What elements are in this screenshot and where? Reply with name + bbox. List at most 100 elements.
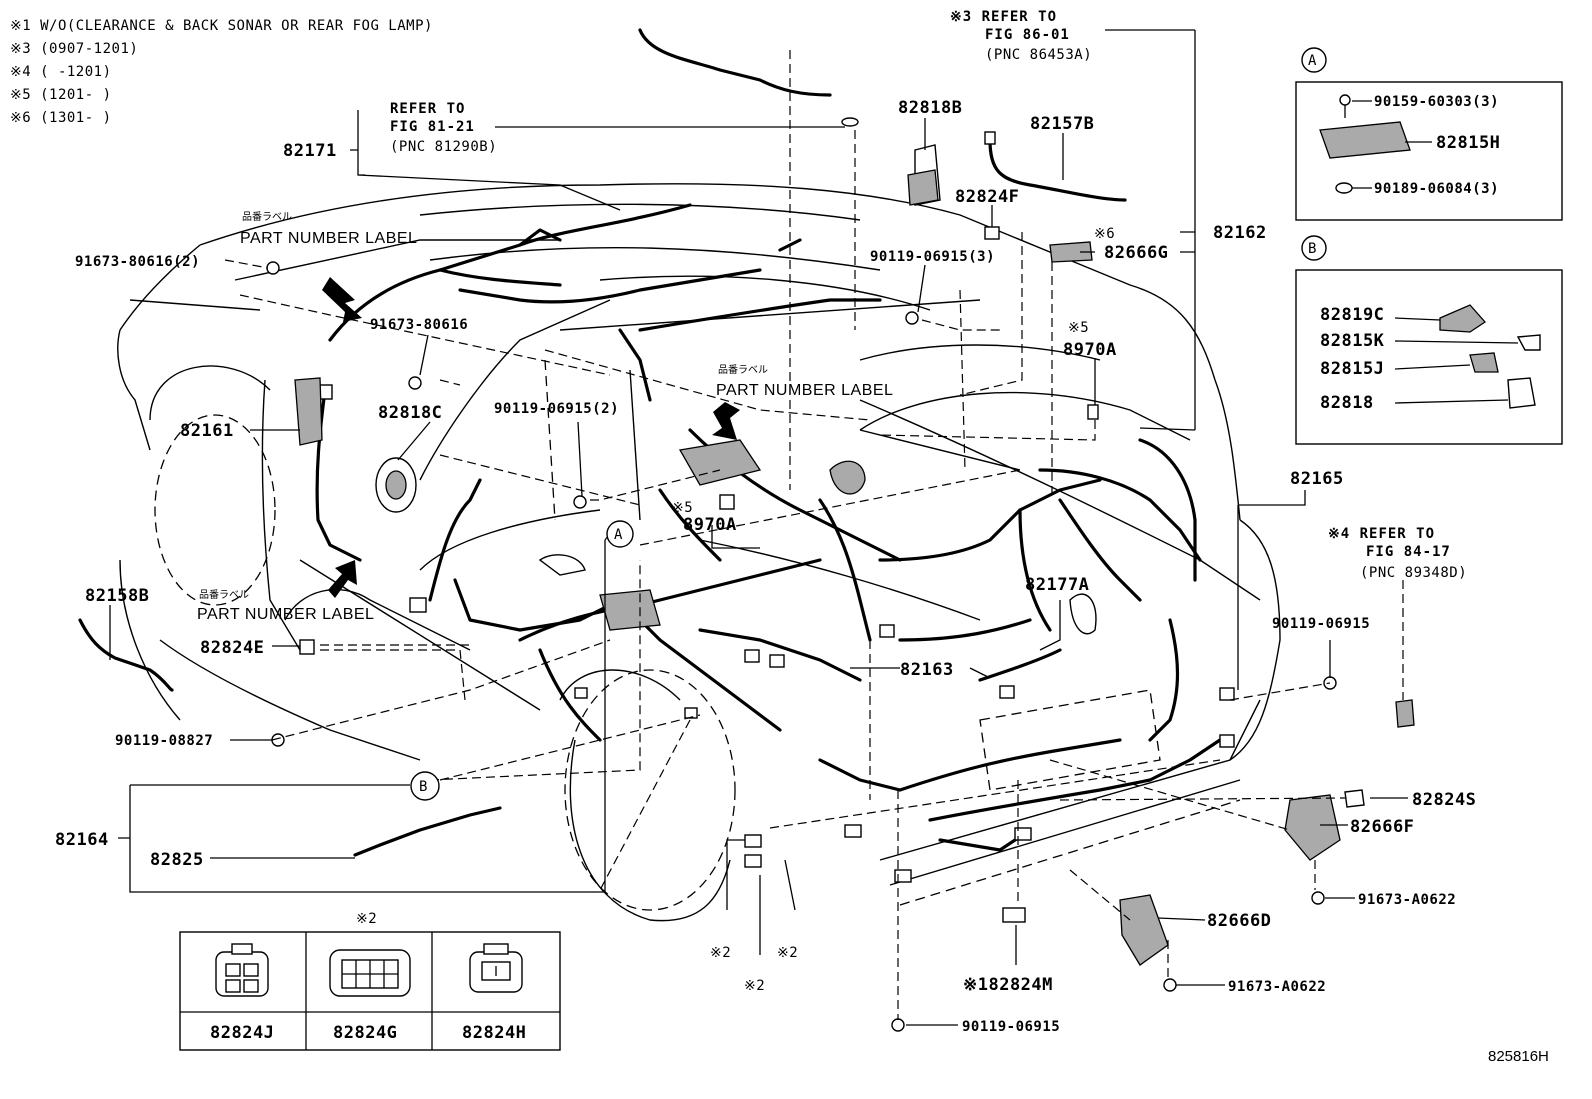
clip-icon <box>1516 334 1541 351</box>
leader-lines <box>109 29 1408 1026</box>
part-91673-A0622-lower: 91673-A0622 <box>1228 979 1326 995</box>
part-8970A-center-note: ※5 <box>672 500 693 516</box>
arrow-icon <box>712 402 740 440</box>
part-82666F: 82666F <box>1350 817 1414 837</box>
callout-b: B <box>410 771 440 801</box>
callout-b-label: B <box>419 779 428 795</box>
part-82164: 82164 <box>55 830 109 850</box>
part-82666G-note: ※6 <box>1094 226 1115 242</box>
ref-86-01-line1: ※3 REFER TO <box>950 9 1057 25</box>
part-91673-80616-2: 91673-80616(2) <box>75 254 200 270</box>
connector-icon <box>574 687 588 699</box>
part-82824S: 82824S <box>1412 790 1476 810</box>
note-3: ※3 (0907-1201) <box>10 41 138 57</box>
part-82824F: 82824F <box>955 187 1019 207</box>
connector-table-note: ※2 <box>356 911 377 927</box>
part-number-label-en: PART NUMBER LABEL <box>197 606 374 623</box>
star2-left: ※2 <box>710 945 731 961</box>
part-8970A-right-note: ※5 <box>1068 320 1089 336</box>
detail-b-panel: B 82819C 82815K 82815J 82818 <box>1295 235 1563 445</box>
callout-a-label: A <box>614 527 623 543</box>
part-82818C: 82818C <box>378 403 442 423</box>
connector-icon <box>744 649 760 663</box>
part-91673-80616: 91673-80616 <box>370 317 468 333</box>
part-82165: 82165 <box>1290 469 1344 489</box>
star2-bottom: ※2 <box>744 978 765 994</box>
connector-icon <box>844 824 862 838</box>
sensor-icon <box>719 494 735 510</box>
part-labels: REFER TO FIG 81-21 (PNC 81290B) ※3 REFER… <box>55 9 1549 1065</box>
notes-block: ※1 W/O(CLEARANCE & BACK SONAR OR REAR FO… <box>10 18 433 126</box>
part-82818B: 82818B <box>898 98 962 118</box>
clamp-icon <box>1049 241 1093 263</box>
connector-icon <box>1002 907 1026 923</box>
ref-81-21-line1: REFER TO <box>390 101 465 117</box>
ref-81-21-line2: FIG 81-21 <box>390 119 475 135</box>
part-number-label-jp: 品番ラベル <box>199 589 249 601</box>
part-8970A-center: 8970A <box>683 515 737 535</box>
clip-icon <box>1469 352 1499 373</box>
part-82824E: 82824E <box>200 638 264 658</box>
ref-86-01-line3: (PNC 86453A) <box>985 47 1092 63</box>
part-number-label-jp: 品番ラベル <box>242 211 292 223</box>
part-82163: 82163 <box>900 660 954 680</box>
clamp-icon <box>1439 304 1486 333</box>
part-number-label-arrows <box>322 277 740 598</box>
bracket-icon <box>1284 794 1341 861</box>
wire-harnesses <box>78 28 1222 857</box>
sensor-icon <box>1087 404 1099 420</box>
ref-84-17-line3: (PNC 89348D) <box>1360 565 1467 581</box>
components <box>266 117 1415 1032</box>
part-90119-06915-2: 90119-06915(2) <box>494 401 619 417</box>
connector-table-cell-2: 82824G <box>333 1023 397 1043</box>
vehicle-body-outline <box>117 183 1281 922</box>
part-82824M: ※182824M <box>963 975 1053 995</box>
part-90119-06915-right: 90119-06915 <box>1272 616 1370 632</box>
connector-icon <box>999 685 1015 699</box>
part-number-label-jp: 品番ラベル <box>718 364 768 376</box>
connector-icon <box>744 834 762 848</box>
part-90119-06915-bottom: 90119-06915 <box>962 1019 1060 1035</box>
ref-84-17-line1: ※4 REFER TO <box>1328 526 1435 542</box>
detail-a-item-1: 90159-60303(3) <box>1374 94 1499 110</box>
note-5: ※5 (1201- ) <box>10 87 112 103</box>
sensor-icon <box>1395 699 1415 728</box>
part-8970A-right: 8970A <box>1063 340 1117 360</box>
ref-81-21-line3: (PNC 81290B) <box>390 139 497 155</box>
detail-b-item-2: 82815K <box>1320 331 1385 351</box>
part-91673-A0622-upper: 91673-A0622 <box>1358 892 1456 908</box>
part-number-label-en: PART NUMBER LABEL <box>240 230 417 247</box>
connector-icon <box>1219 687 1235 701</box>
connector-icon <box>769 654 785 668</box>
part-82825: 82825 <box>150 850 204 870</box>
junction-cluster-icon <box>599 589 661 631</box>
detail-a-item-3: 90189-06084(3) <box>1374 181 1499 197</box>
connector-icon <box>744 854 762 868</box>
arrow-icon <box>322 277 362 322</box>
part-82157B: 82157B <box>1030 114 1094 134</box>
detail-b-item-1: 82819C <box>1320 305 1384 325</box>
ref-84-17-line2: FIG 84-17 <box>1366 544 1451 560</box>
note-1: ※1 W/O(CLEARANCE & BACK SONAR OR REAR FO… <box>10 18 433 34</box>
connector-icon <box>879 624 895 638</box>
part-90119-08827: 90119-08827 <box>115 733 213 749</box>
detail-a-item-2: 82815H <box>1436 133 1500 153</box>
detail-b-item-4: 82818 <box>1320 393 1374 413</box>
note-6: ※6 (1301- ) <box>10 110 112 126</box>
note-4: ※4 ( -1201) <box>10 64 112 80</box>
detail-a-panel: A 90159-60303(3) 82815H 90189-06084(3) <box>1295 47 1563 221</box>
connector-icon <box>1014 827 1032 841</box>
ref-86-01-line2: FIG 86-01 <box>985 27 1070 43</box>
bracket-icon <box>1507 377 1536 409</box>
connector-icon <box>984 131 996 145</box>
connector-icon <box>409 597 427 613</box>
connector-82824J-icon <box>215 943 269 997</box>
part-82177A: 82177A <box>1025 575 1089 595</box>
callout-a: A <box>606 520 634 548</box>
part-82666G: 82666G <box>1104 243 1168 263</box>
connector-82824H-icon <box>469 943 523 993</box>
connector-table-cell-1: 82824J <box>210 1023 274 1043</box>
connector-icon <box>894 869 912 883</box>
connector-icon <box>1344 789 1365 808</box>
star2-right: ※2 <box>777 945 798 961</box>
